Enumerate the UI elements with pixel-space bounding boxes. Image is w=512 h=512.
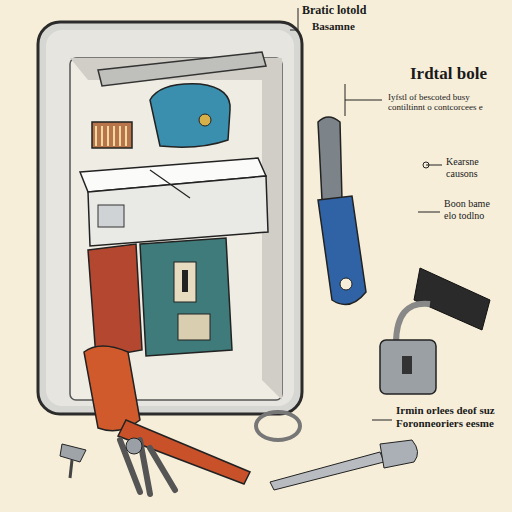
small-key-head [380,440,418,468]
leader-line [426,165,442,166]
orange-key-head [84,346,140,431]
leader-line [372,420,392,421]
drawer-front [88,176,268,246]
keyhole [182,270,188,292]
orange-key-blade [118,420,250,484]
keyhole-plate [174,262,196,302]
callout-label: Basamne [312,20,402,33]
tag-key-metal [318,117,342,206]
padlock-shackle [396,304,430,344]
callout-label: Kearsne causons [446,156,508,179]
red-block [88,244,142,358]
tag-hole [340,278,352,290]
box-shell [38,22,302,414]
washer-ring [256,412,300,440]
leader-line [418,212,440,213]
box-front [46,30,294,406]
lock-lower-plate [178,314,210,340]
key-ring-small [126,438,142,454]
screw-head [60,444,86,462]
brush-block [92,122,132,148]
key-tag [318,196,366,305]
brush-bristles [96,126,126,146]
padlock-piece [414,268,490,330]
lock-cylinder [150,84,230,147]
top-slot [98,52,266,86]
callout-label: Boon bame elo todlno [444,198,504,221]
leader-line [290,8,298,30]
lock-body [140,238,232,356]
drawer-wire [150,170,190,198]
cylinder-pin [199,114,211,126]
callout-label: Bratic lotold [302,4,412,18]
padlock-body [380,340,436,394]
leader-dot [423,162,429,168]
small-key-blade [270,452,384,490]
drawer-latch [98,205,124,227]
callout-label: Irmin orlees deof suz Foronneoriers eesm… [396,404,508,429]
callout-label: Iyfstl of bescoted busy contiltinnt o co… [388,92,492,113]
leader-line [345,100,382,101]
padlock-keyhole [402,356,412,374]
callout-label: Irdtal bole [410,64,510,84]
screw-shaft [70,460,72,478]
